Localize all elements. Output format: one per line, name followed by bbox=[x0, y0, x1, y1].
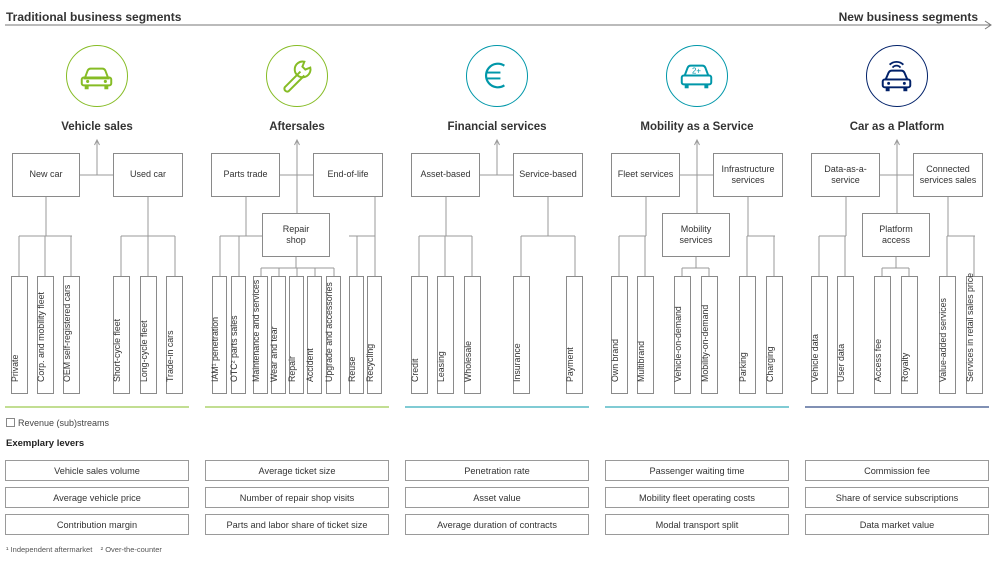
segment-1-icon-circle bbox=[66, 45, 128, 107]
stream-box: Royalty bbox=[900, 276, 918, 394]
segment-5-icon-circle bbox=[866, 45, 928, 107]
lever-box: Average vehicle price bbox=[5, 487, 189, 508]
lever-box: Modal transport split bbox=[605, 514, 789, 535]
segment-2-box-end-of-life: End-of-life bbox=[313, 153, 383, 197]
segment-1-box-used-car: Used car bbox=[113, 153, 183, 197]
segment-5-box-data-as-a-service: Data-as-a-service bbox=[811, 153, 880, 197]
stream-box: Short-cycle fleet bbox=[112, 276, 130, 394]
stream-box: Access fee bbox=[873, 276, 891, 394]
stream-box: User data bbox=[836, 276, 854, 394]
segment-2-icon-circle bbox=[266, 45, 328, 107]
stream-box: Charging bbox=[765, 276, 783, 394]
lever-box: Penetration rate bbox=[405, 460, 589, 481]
stream-box: Repair bbox=[287, 276, 304, 394]
stream-box: Private bbox=[10, 276, 28, 394]
lever-box: Commission fee bbox=[805, 460, 989, 481]
lever-box: Average ticket size bbox=[205, 460, 389, 481]
segment-4-icon-circle: 2+ bbox=[666, 45, 728, 107]
lever-box: Asset value bbox=[405, 487, 589, 508]
stream-box: Trade-in cars bbox=[165, 276, 183, 394]
stream-box: Value-added services bbox=[938, 276, 956, 394]
connected-car-icon bbox=[881, 60, 912, 92]
legend-label: Revenue (sub)streams bbox=[18, 418, 110, 428]
header-traditional: Traditional business segments bbox=[6, 10, 182, 24]
stream-box: Wholesale bbox=[463, 276, 481, 394]
stream-box: Insurance bbox=[512, 276, 530, 394]
stream-box: IAM¹ penetration bbox=[210, 276, 227, 394]
lever-box: Data market value bbox=[805, 514, 989, 535]
segment-4-box-infrastructure: Infrastructure services bbox=[713, 153, 783, 197]
stream-box: Parking bbox=[738, 276, 756, 394]
stream-box: Credit bbox=[410, 276, 428, 394]
segment-4-box-mobility-services: Mobility services bbox=[662, 213, 730, 257]
stream-box: Accident bbox=[305, 276, 322, 394]
stream-box: Corp. and mobility fleet bbox=[36, 276, 54, 394]
segment-4-box-fleet-services: Fleet services bbox=[611, 153, 680, 197]
stream-box: Mobility-on-demand bbox=[700, 276, 718, 394]
lever-box: Mobility fleet operating costs bbox=[605, 487, 789, 508]
segment-4-title: Mobility as a Service bbox=[640, 121, 754, 133]
svg-text:2+: 2+ bbox=[692, 67, 701, 76]
stream-box: Long-cycle fleet bbox=[139, 276, 157, 394]
stream-box: OTC² parts sales bbox=[229, 276, 246, 394]
header-new: New business segments bbox=[838, 10, 978, 24]
segment-5-box-connected-services: Connected services sales bbox=[913, 153, 983, 197]
segment-3-title: Financial services bbox=[447, 121, 547, 133]
lever-box: Parts and labor share of ticket size bbox=[205, 514, 389, 535]
stream-box: Recycling bbox=[365, 276, 382, 394]
segment-2-box-repair-shop: Repair shop bbox=[262, 213, 330, 257]
stream-box: Payment bbox=[565, 276, 583, 394]
lever-box: Contribution margin bbox=[5, 514, 189, 535]
euro-icon bbox=[484, 62, 505, 89]
segment-5-box-platform-access: Platform access bbox=[862, 213, 930, 257]
footnote: ¹ Independent aftermarket ² Over-the-cou… bbox=[6, 545, 162, 554]
stream-box: Maintenance and services bbox=[251, 276, 268, 394]
levers-title: Exemplary levers bbox=[6, 438, 85, 449]
car-icon bbox=[80, 67, 113, 90]
segment-1-title: Vehicle sales bbox=[61, 121, 133, 133]
lever-box: Number of repair shop visits bbox=[205, 487, 389, 508]
stream-box: Reuse bbox=[347, 276, 364, 394]
stream-box: Upgrade and accessories bbox=[324, 276, 341, 394]
lever-box: Share of service subscriptions bbox=[805, 487, 989, 508]
segment-1-box-new-car: New car bbox=[12, 153, 80, 197]
segment-2-title: Aftersales bbox=[269, 121, 325, 133]
stream-box: Multibrand bbox=[636, 276, 654, 394]
stream-box: Vehicle data bbox=[810, 276, 828, 394]
segment-2-box-parts-trade: Parts trade bbox=[211, 153, 280, 197]
stream-box: Own brand bbox=[610, 276, 628, 394]
segment-5-title: Car as a Platform bbox=[849, 121, 945, 133]
segment-3-box-asset-based: Asset-based bbox=[411, 153, 480, 197]
shared-car-icon: 2+ bbox=[680, 64, 713, 89]
stream-box: OEM self-registered cars bbox=[62, 276, 80, 394]
segment-3-icon-circle bbox=[466, 45, 528, 107]
wrench-icon bbox=[283, 60, 312, 93]
segment-3-box-service-based: Service-based bbox=[513, 153, 583, 197]
stream-box: Leasing bbox=[436, 276, 454, 394]
stream-box: Wear and tear bbox=[269, 276, 286, 394]
stream-box: Vehicle-on-demand bbox=[673, 276, 691, 394]
stream-box: Services in retail sales price bbox=[965, 273, 983, 394]
lever-box: Average duration of contracts bbox=[405, 514, 589, 535]
lever-box: Passenger waiting time bbox=[605, 460, 789, 481]
legend-swatch bbox=[6, 418, 15, 427]
lever-box: Vehicle sales volume bbox=[5, 460, 189, 481]
